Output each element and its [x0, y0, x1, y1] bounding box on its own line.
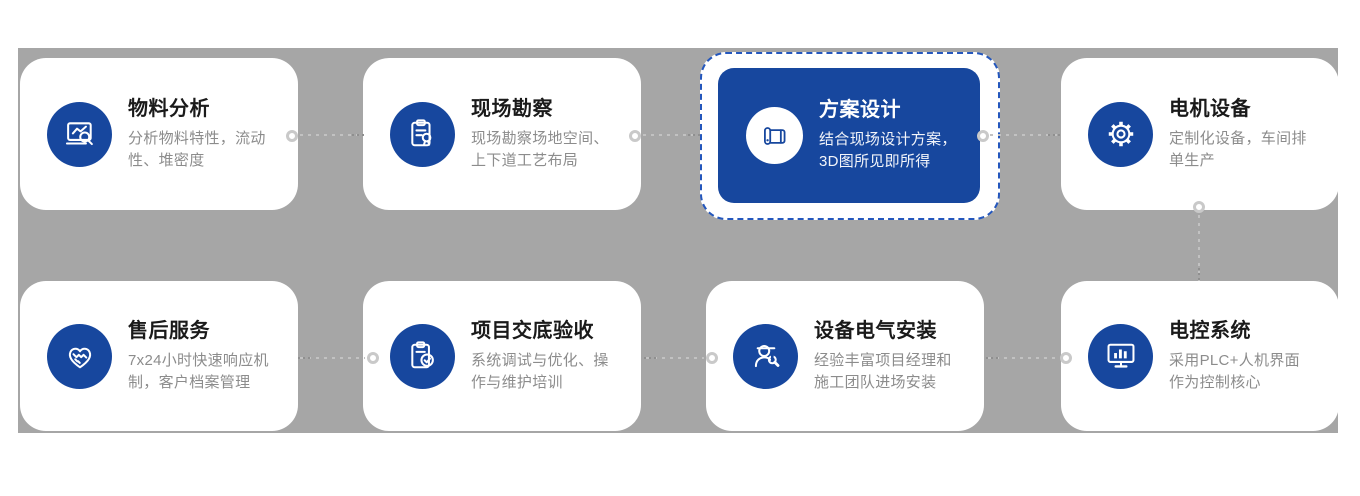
card-title: 电控系统 — [1169, 319, 1251, 342]
flow-dots-6-5 — [298, 357, 311, 359]
card-description: 采用PLC+人机界面 作为控制核心 — [1169, 351, 1300, 391]
card-control-system[interactable]: 电控系统 采用PLC+人机界面 作为控制核心 — [1061, 281, 1339, 431]
project-acceptance-icon-circle — [390, 323, 455, 389]
flow-ring-card1 — [286, 130, 298, 142]
flow-dash-4-8 — [1198, 215, 1200, 281]
card-description: 7x24小时快速响应机 制，客户档案管理 — [128, 351, 269, 391]
card-scheme-design[interactable]: 方案设计 结合现场设计方案， 3D图所见即所得 — [718, 68, 980, 203]
blueprint-icon — [763, 126, 785, 145]
card-motor-equipment[interactable]: 电机设备 定制化设备，车间排 单生产 — [1061, 58, 1339, 210]
monitor-chart-icon — [1107, 343, 1134, 368]
card-description: 定制化设备，车间排 单生产 — [1169, 129, 1307, 169]
card-title: 项目交底验收 — [471, 319, 594, 342]
clipboard-check-icon — [410, 341, 434, 369]
card-description: 系统调试与优化、操 作与维护培训 — [471, 351, 609, 391]
flow-dots-8-7 — [986, 357, 999, 359]
flow-dash-2-3 — [643, 134, 700, 136]
flow-dash-7-6 — [646, 357, 704, 359]
flow-ring-card8 — [1060, 352, 1072, 364]
gear-icon — [1108, 121, 1133, 147]
scheme-design-icon-circle — [746, 107, 803, 164]
clipboard-ribbon-icon — [410, 119, 431, 147]
flow-ring-card4 — [1193, 201, 1205, 213]
flow-dots-1-2 — [352, 134, 365, 136]
card-title: 物料分析 — [128, 97, 210, 120]
flow-dots-7-6 — [644, 357, 657, 359]
card-description: 现场勘察场地空间、 上下道工艺布局 — [471, 129, 609, 169]
card-title: 设备电气安装 — [814, 319, 937, 342]
flow-ring-card7 — [706, 352, 718, 364]
flow-dots-4-8 — [1198, 268, 1200, 281]
card-description: 经验丰富项目经理和 施工团队进场安装 — [814, 351, 952, 391]
card-description: 分析物料特性，流动 性、堆密度 — [128, 129, 266, 169]
card-site-survey[interactable]: 现场勘察 现场勘察场地空间、 上下道工艺布局 — [363, 58, 641, 210]
card-title: 现场勘察 — [471, 97, 553, 120]
flow-dots-3-4 — [1048, 134, 1061, 136]
card-scheme-design-highlight-frame: 方案设计 结合现场设计方案， 3D图所见即所得 — [700, 52, 1000, 220]
worker-wrench-icon — [754, 345, 779, 368]
card-after-sales[interactable]: 售后服务 7x24小时快速响应机 制，客户档案管理 — [20, 281, 298, 431]
flow-ring-card2 — [629, 130, 641, 142]
control-system-icon-circle — [1088, 323, 1153, 389]
after-sales-icon-circle — [47, 323, 112, 389]
material-analysis-icon-circle — [47, 101, 112, 167]
card-description: 结合现场设计方案， 3D图所见即所得 — [819, 131, 957, 170]
flow-dash-3-4 — [990, 134, 1061, 136]
card-project-acceptance[interactable]: 项目交底验收 系统调试与优化、操 作与维护培训 — [363, 281, 641, 431]
flow-dash-1-2 — [300, 134, 363, 136]
chart-magnifier-icon — [65, 122, 93, 146]
flow-ring-card6 — [367, 352, 379, 364]
electrical-installation-icon-circle — [733, 323, 798, 389]
motor-equipment-icon-circle — [1088, 101, 1153, 167]
card-material-analysis[interactable]: 物料分析 分析物料特性，流动 性、堆密度 — [20, 58, 298, 210]
site-survey-icon-circle — [390, 101, 455, 167]
flow-dots-2-3 — [688, 134, 701, 136]
card-electrical-installation[interactable]: 设备电气安装 经验丰富项目经理和 施工团队进场安装 — [706, 281, 984, 431]
flow-dash-6-5 — [300, 357, 365, 359]
card-title: 方案设计 — [819, 99, 901, 121]
flow-ring-card3 — [977, 130, 989, 142]
heart-handshake-icon — [68, 347, 91, 369]
card-title: 售后服务 — [128, 319, 210, 342]
flow-dash-8-7 — [988, 357, 1058, 359]
card-title: 电机设备 — [1169, 97, 1251, 120]
